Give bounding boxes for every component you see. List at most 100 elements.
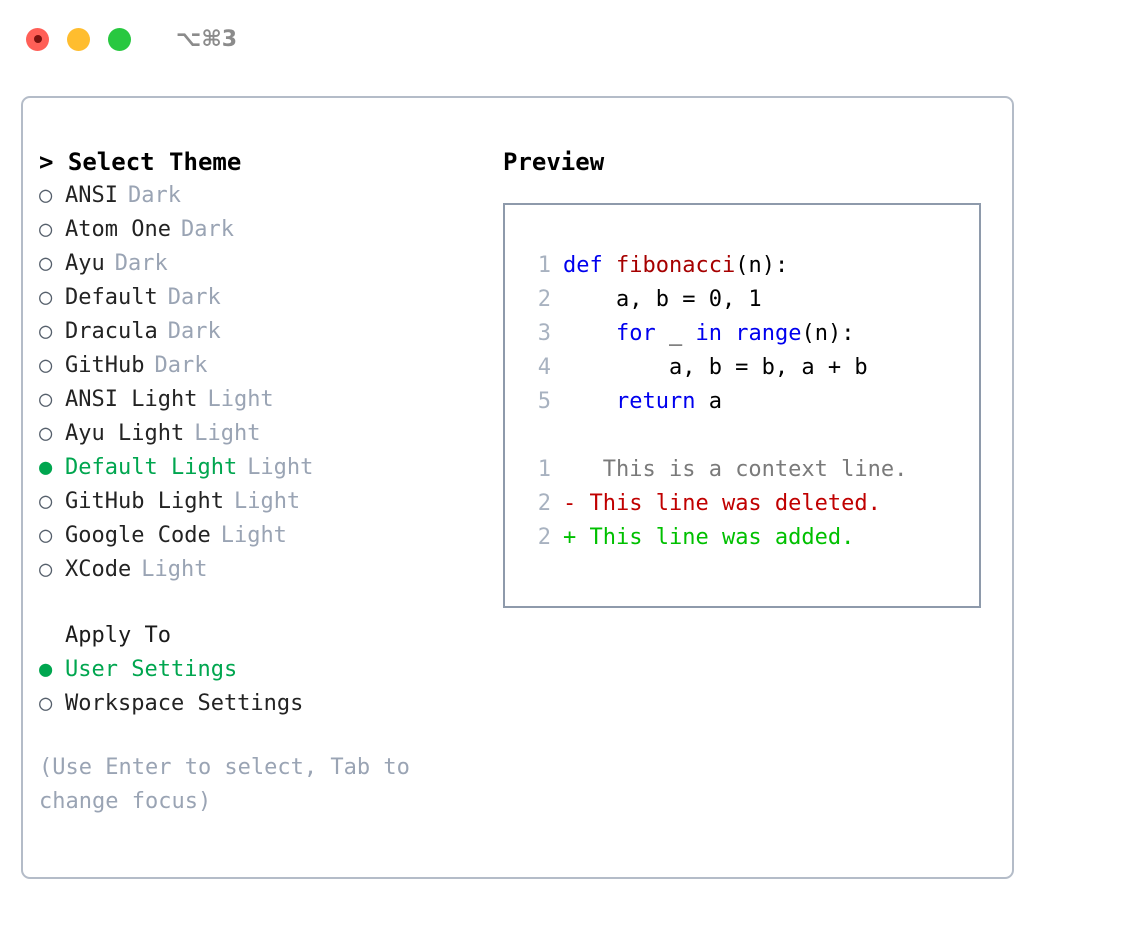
code-token: a bbox=[695, 389, 722, 414]
theme-variant-badge: Dark bbox=[180, 217, 234, 242]
window-controls bbox=[26, 27, 131, 51]
theme-variant-badge: Dark bbox=[167, 285, 221, 310]
theme-option-label: Ayu bbox=[65, 251, 105, 276]
code-line-number: 4 bbox=[537, 355, 551, 380]
diff-line: 2+ This line was added. bbox=[525, 521, 979, 555]
theme-option[interactable]: ○ ANSI Light Light bbox=[39, 383, 493, 417]
radio-selected-icon: ● bbox=[39, 657, 53, 682]
diff-text: This line was added. bbox=[576, 525, 855, 550]
code-token: a, b = b, a + b bbox=[563, 355, 868, 380]
radio-unselected-icon: ○ bbox=[39, 183, 53, 208]
code-blank-line bbox=[525, 419, 979, 453]
theme-variant-badge: Light bbox=[247, 455, 314, 480]
keyboard-shortcut-label: ⌥⌘3 bbox=[176, 26, 238, 52]
theme-option-label: GitHub Light bbox=[65, 489, 224, 514]
apply-to-option[interactable]: ● User Settings bbox=[39, 653, 493, 687]
radio-selected-icon: ● bbox=[39, 455, 53, 480]
maximize-window-icon[interactable] bbox=[108, 27, 131, 51]
theme-variant-badge: Dark bbox=[167, 319, 221, 344]
code-token: in range bbox=[695, 321, 802, 346]
code-line: 1 def fibonacci(n): bbox=[525, 249, 979, 283]
radio-unselected-icon: ○ bbox=[39, 319, 53, 344]
code-line-number: 2 bbox=[537, 287, 551, 312]
apply-to-option-label: Workspace Settings bbox=[65, 691, 304, 716]
code-token: def bbox=[563, 253, 616, 278]
code-token: fibonacci bbox=[615, 253, 736, 278]
radio-unselected-icon: ○ bbox=[39, 251, 53, 276]
code-token: return bbox=[615, 389, 696, 414]
theme-option[interactable]: ○ Atom One Dark bbox=[39, 213, 493, 247]
minimize-window-icon[interactable] bbox=[67, 27, 90, 51]
radio-unselected-icon: ○ bbox=[39, 285, 53, 310]
diff-sign: - bbox=[563, 491, 577, 516]
close-window-icon[interactable] bbox=[26, 27, 49, 51]
apply-to-option-label: User Settings bbox=[65, 657, 238, 682]
code-token: (n): bbox=[735, 253, 789, 278]
code-line: 4 a, b = b, a + b bbox=[525, 351, 979, 385]
code-line: 3 for _ in range(n): bbox=[525, 317, 979, 351]
code-line-number: 5 bbox=[537, 389, 551, 414]
theme-variant-badge: Light bbox=[233, 489, 301, 514]
theme-option-label: GitHub bbox=[65, 353, 145, 378]
theme-variant-badge: Light bbox=[207, 387, 274, 412]
theme-variant-badge: Dark bbox=[154, 353, 208, 378]
theme-option[interactable]: ○ GitHub Light Light bbox=[39, 485, 493, 519]
code-line-number: 1 bbox=[537, 253, 551, 278]
keyboard-hint-text: (Use Enter to select, Tab to change focu… bbox=[39, 755, 424, 814]
theme-variant-badge: Light bbox=[220, 523, 287, 548]
theme-option-label: ANSI Light bbox=[65, 387, 198, 412]
theme-variant-badge: Light bbox=[194, 421, 261, 446]
diff-sign bbox=[563, 453, 576, 487]
code-line-number: 3 bbox=[537, 321, 551, 346]
select-theme-heading: > Select Theme bbox=[39, 148, 242, 176]
diff-line: 2- This line was deleted. bbox=[525, 487, 979, 521]
theme-option-label: Dracula bbox=[65, 319, 158, 344]
theme-option[interactable]: ○ Dracula Dark bbox=[39, 315, 493, 349]
theme-variant-badge: Dark bbox=[127, 183, 181, 208]
theme-option[interactable]: ○ XCode Light bbox=[39, 553, 493, 587]
diff-text: This line was deleted. bbox=[576, 491, 881, 516]
diff-line-number: 2 bbox=[537, 491, 551, 516]
diff-line: 1 This is a context line. bbox=[525, 453, 979, 487]
code-token bbox=[563, 385, 616, 419]
radio-unselected-icon: ○ bbox=[39, 489, 53, 514]
apply-to-option[interactable]: ○Workspace Settings bbox=[39, 687, 493, 721]
code-token: _ bbox=[655, 321, 696, 346]
radio-unselected-icon: ○ bbox=[39, 217, 53, 242]
theme-option-label: Default Light bbox=[65, 455, 238, 480]
theme-option[interactable]: ○ Ayu Light Light bbox=[39, 417, 493, 451]
preview-heading: Preview bbox=[503, 148, 605, 176]
apply-to-list: ● User Settings ○Workspace Settings bbox=[39, 653, 493, 721]
apply-to-heading: Apply To bbox=[65, 623, 171, 648]
diff-line-number: 1 bbox=[537, 457, 551, 482]
code-token bbox=[563, 317, 616, 351]
theme-option-label: Google Code bbox=[65, 523, 211, 548]
code-token: (n): bbox=[801, 321, 855, 346]
radio-unselected-icon: ○ bbox=[39, 557, 53, 582]
diff-text: This is a context line. bbox=[576, 457, 908, 482]
title-bar: ⌥⌘3 bbox=[0, 0, 1140, 78]
diff-sign: + bbox=[563, 525, 577, 550]
theme-option-label: ANSI bbox=[65, 183, 118, 208]
theme-option-label: Atom One bbox=[65, 217, 171, 242]
theme-option-label: Ayu Light bbox=[65, 421, 185, 446]
code-line: 2 a, b = 0, 1 bbox=[525, 283, 979, 317]
theme-option[interactable]: ○ Ayu Dark bbox=[39, 247, 493, 281]
theme-option[interactable]: ○ ANSI Dark bbox=[39, 179, 493, 213]
theme-option-label: XCode bbox=[65, 557, 132, 582]
theme-variant-badge: Light bbox=[141, 557, 208, 582]
radio-unselected-icon: ○ bbox=[39, 387, 53, 412]
theme-option[interactable]: ● Default Light Light bbox=[39, 451, 493, 485]
radio-unselected-icon: ○ bbox=[39, 421, 53, 446]
code-line: 5 return a bbox=[525, 385, 979, 419]
theme-variant-badge: Dark bbox=[114, 251, 168, 276]
